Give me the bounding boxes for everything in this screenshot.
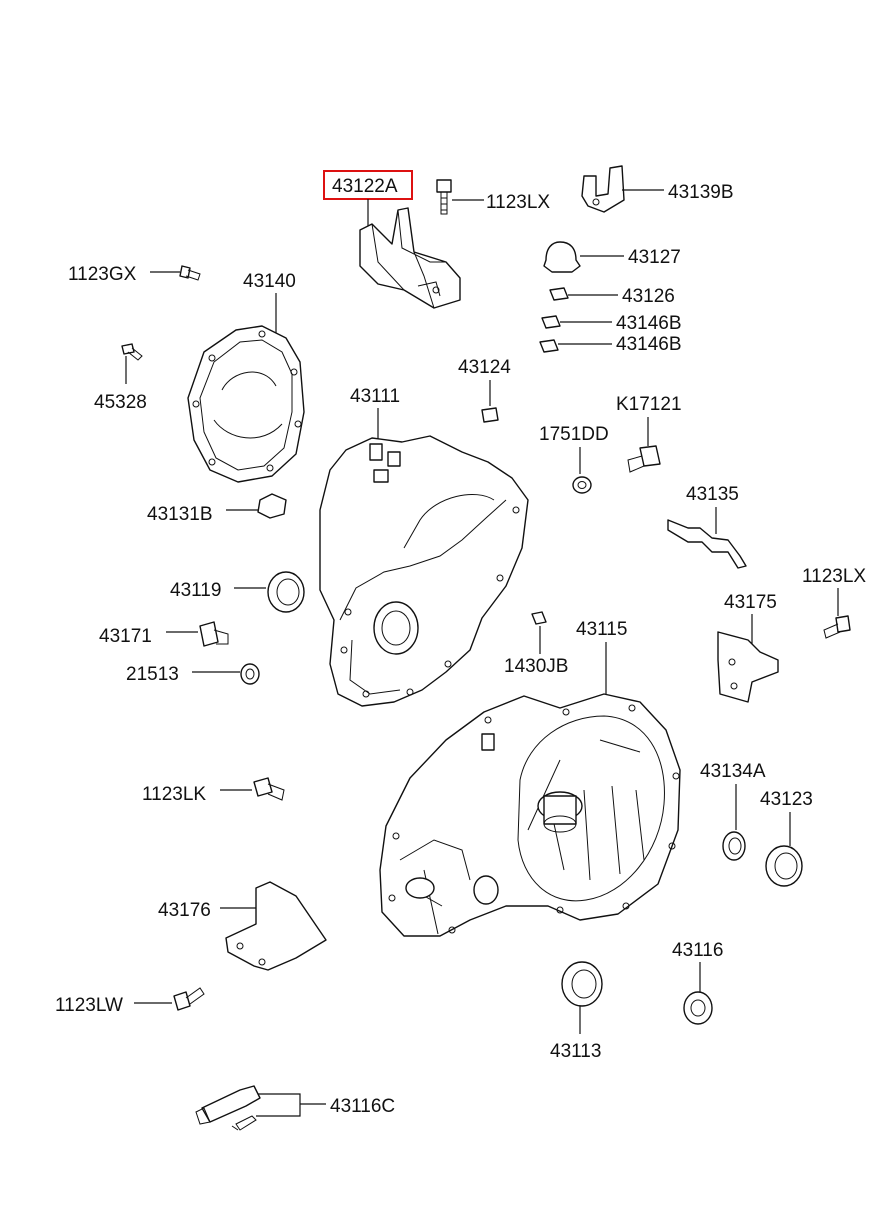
bolt-icon <box>835 615 851 633</box>
label-21513[interactable]: 21513 <box>126 664 179 685</box>
part-43146b-upper[interactable]: 43146B <box>541 313 682 334</box>
part-43131b[interactable]: 43131B <box>147 493 287 525</box>
part-43175[interactable]: 43175 <box>717 592 779 703</box>
label-1123lx-right[interactable]: 1123LX <box>802 566 866 587</box>
label-43140[interactable]: 43140 <box>243 271 296 292</box>
oil-seal-icon <box>722 831 746 861</box>
strip-plate-icon <box>667 519 747 569</box>
part-43122a[interactable]: 43122A <box>323 170 461 309</box>
label-43126[interactable]: 43126 <box>622 286 675 307</box>
label-1430jb[interactable]: 1430JB <box>504 656 568 677</box>
cover-plate-icon <box>187 325 305 483</box>
label-43175[interactable]: 43175 <box>724 592 777 613</box>
part-45328[interactable]: 45328 <box>94 343 147 413</box>
clutch-housing-icon <box>379 693 681 937</box>
label-43116[interactable]: 43116 <box>672 940 723 961</box>
label-43122a[interactable]: 43122A <box>332 176 398 197</box>
label-43134a[interactable]: 43134A <box>700 761 766 782</box>
nut-icon <box>541 315 561 329</box>
part-1430jb[interactable]: 1430JB <box>504 611 568 677</box>
part-43111[interactable]: 43111 <box>319 386 529 707</box>
part-1123gx[interactable]: 1123GX <box>68 264 201 285</box>
bracket-43139b-icon <box>581 165 625 213</box>
part-43127[interactable]: 43127 <box>543 241 681 273</box>
part-1751dd[interactable]: 1751DD <box>539 424 609 494</box>
washer-icon <box>240 663 260 685</box>
label-43127[interactable]: 43127 <box>628 247 681 268</box>
part-1123lx-top[interactable]: 1123LX <box>436 179 550 215</box>
bolt-icon <box>121 343 135 355</box>
transaxle-case-icon <box>319 435 529 707</box>
bolt-icon <box>436 179 452 193</box>
part-43116[interactable]: 43116 <box>672 940 723 1025</box>
part-43126[interactable]: 43126 <box>549 286 675 307</box>
label-43171[interactable]: 43171 <box>99 626 152 647</box>
label-43131b[interactable]: 43131B <box>147 504 213 525</box>
part-43135[interactable]: 43135 <box>667 484 747 569</box>
label-43111[interactable]: 43111 <box>350 386 400 407</box>
label-k17121[interactable]: K17121 <box>616 394 682 415</box>
label-43176[interactable]: 43176 <box>158 900 211 921</box>
part-43119[interactable]: 43119 <box>170 571 305 613</box>
label-1751dd[interactable]: 1751DD <box>539 424 609 445</box>
bolt-icon <box>179 265 191 279</box>
label-1123lw[interactable]: 1123LW <box>55 995 123 1016</box>
label-43139b[interactable]: 43139B <box>668 182 734 203</box>
part-43123[interactable]: 43123 <box>760 789 813 887</box>
part-21513[interactable]: 21513 <box>126 663 260 685</box>
washer-icon <box>683 991 713 1025</box>
label-43116c[interactable]: 43116C <box>330 1096 395 1117</box>
bolt-icon <box>173 991 191 1011</box>
plug-bolt-icon <box>639 445 661 467</box>
label-1123lx-top[interactable]: 1123LX <box>486 192 550 213</box>
part-1123lw[interactable]: 1123LW <box>55 987 205 1016</box>
pad-icon <box>257 493 287 519</box>
part-43116c[interactable]: 43116C <box>195 1085 395 1131</box>
nut-icon <box>539 339 559 353</box>
label-1123lk[interactable]: 1123LK <box>142 784 206 805</box>
label-43113[interactable]: 43113 <box>550 1041 601 1062</box>
part-43146b-lower[interactable]: 43146B <box>539 334 682 355</box>
pin-icon <box>531 611 547 625</box>
part-43139b[interactable]: 43139B <box>581 165 734 213</box>
label-45328[interactable]: 45328 <box>94 392 147 413</box>
part-43115[interactable]: 43115 <box>379 619 681 937</box>
part-k17121[interactable]: K17121 <box>616 394 682 473</box>
label-43124[interactable]: 43124 <box>458 357 511 378</box>
part-1123lk[interactable]: 1123LK <box>142 777 285 805</box>
part-1123lx-right[interactable]: 1123LX <box>802 566 866 639</box>
bracket-43122a-icon <box>359 207 461 309</box>
part-43134a[interactable]: 43134A <box>700 761 766 861</box>
label-43146b-lower[interactable]: 43146B <box>616 334 682 355</box>
cap-icon <box>543 241 581 273</box>
label-43115[interactable]: 43115 <box>576 619 627 640</box>
part-43140[interactable]: 43140 <box>187 271 305 483</box>
bracket-43176-icon <box>225 881 327 971</box>
plug-icon <box>199 621 219 647</box>
part-43124[interactable]: 43124 <box>458 357 511 423</box>
label-43119[interactable]: 43119 <box>170 580 221 601</box>
label-1123gx[interactable]: 1123GX <box>68 264 137 285</box>
part-43113[interactable]: 43113 <box>550 961 603 1062</box>
bolt-icon <box>253 777 273 797</box>
part-43171[interactable]: 43171 <box>99 621 229 647</box>
label-43146b-upper[interactable]: 43146B <box>616 313 682 334</box>
bracket-43175-icon <box>717 631 779 703</box>
label-43123[interactable]: 43123 <box>760 789 813 810</box>
bushing-icon <box>549 287 569 301</box>
part-43176[interactable]: 43176 <box>158 881 327 971</box>
plug-icon <box>481 407 499 423</box>
label-43135[interactable]: 43135 <box>686 484 739 505</box>
washer-icon <box>572 476 592 494</box>
